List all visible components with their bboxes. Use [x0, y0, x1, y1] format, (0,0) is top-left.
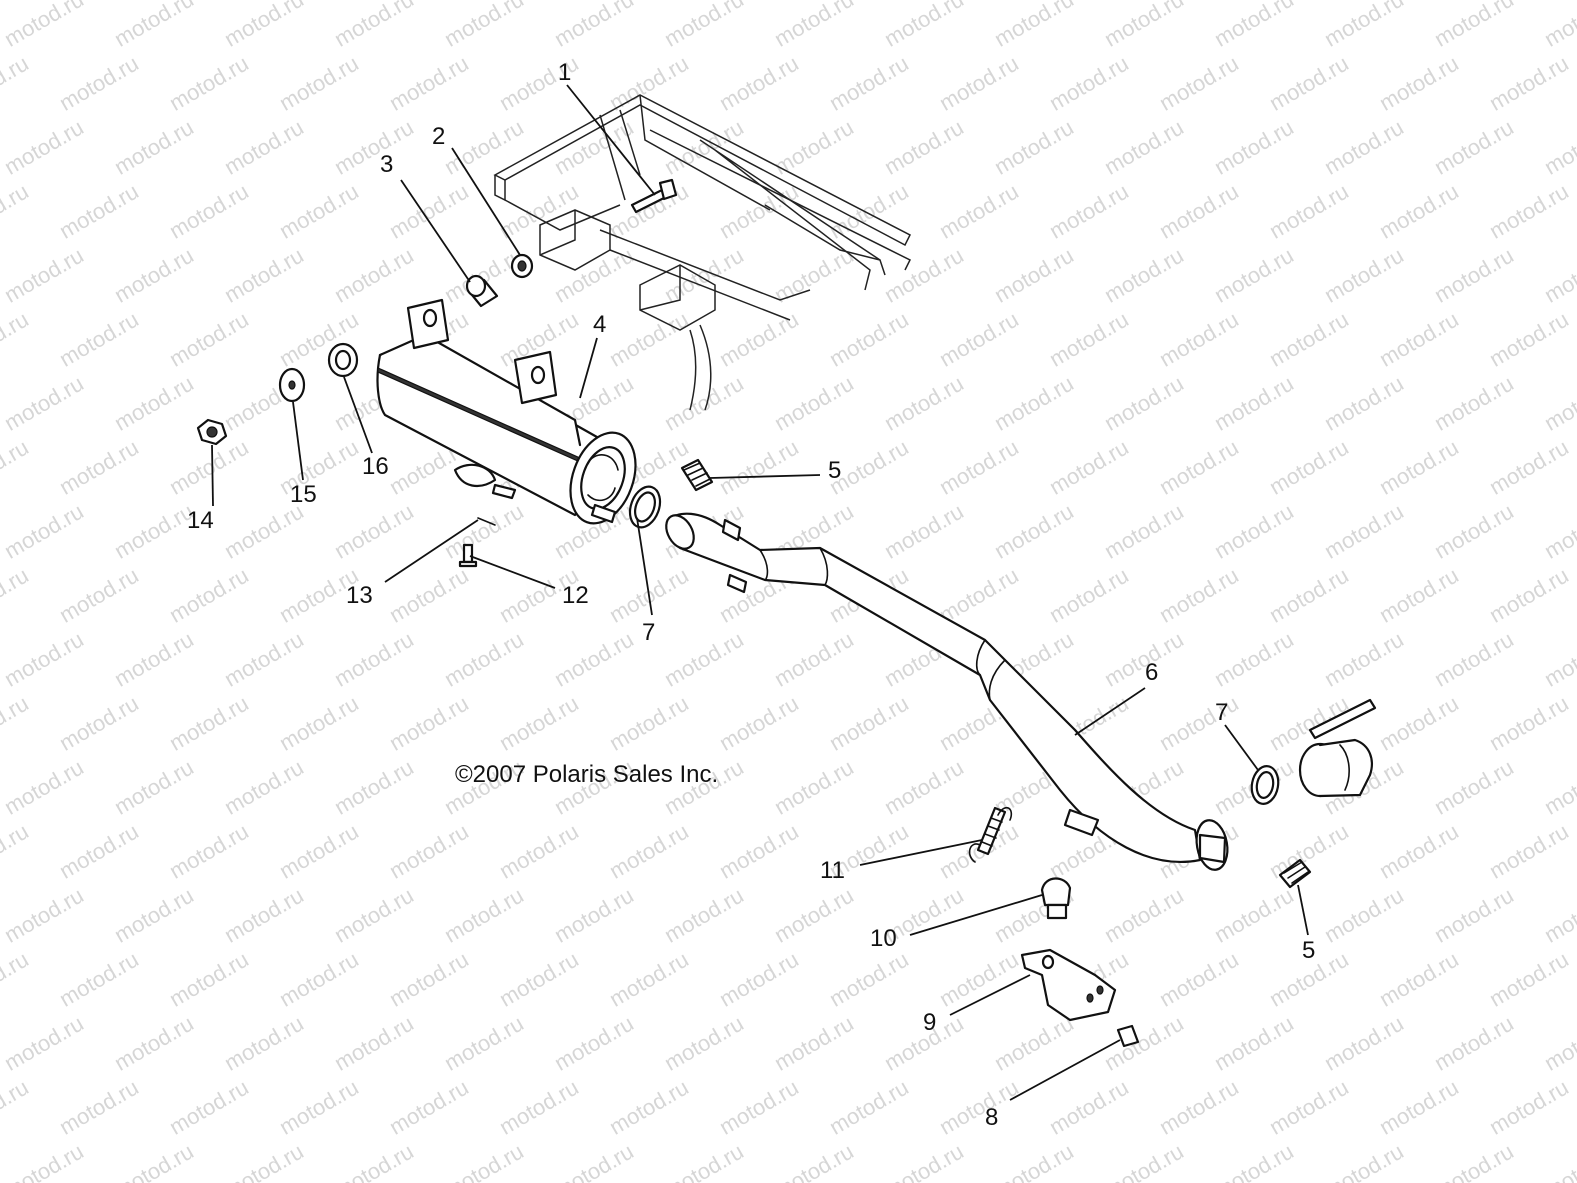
part-5-spring-lower — [1278, 858, 1312, 889]
callout-8: 8 — [985, 1104, 998, 1131]
callout-14: 14 — [187, 507, 214, 534]
part-3-bushing — [465, 274, 499, 308]
part-2-grommet — [510, 253, 534, 279]
callout-12: 12 — [562, 582, 589, 609]
part-11-spring — [968, 806, 1013, 863]
engine-exhaust-port — [1298, 698, 1377, 798]
part-15-washer — [278, 367, 306, 403]
vehicle-frame — [493, 94, 912, 411]
callout-11: 11 — [820, 857, 845, 884]
callout-4: 4 — [593, 311, 606, 338]
callout-1: 1 — [558, 59, 571, 86]
part-5-spring-upper — [680, 458, 714, 492]
part-4-muffler — [376, 298, 637, 525]
part-10-plug — [1040, 877, 1072, 920]
part-6-head-pipe — [665, 512, 1229, 871]
part-1-bolt — [630, 178, 678, 214]
callout-9: 9 — [923, 1009, 936, 1036]
part-13-cotter-pin — [477, 517, 496, 526]
callout-16: 16 — [362, 453, 389, 480]
part-7-gasket-upper — [628, 485, 662, 529]
callout-10: 10 — [870, 925, 897, 952]
callout-5-lower: 5 — [1302, 937, 1315, 964]
copyright-notice: ©2007 Polaris Sales Inc. — [455, 761, 718, 788]
callout-13: 13 — [346, 582, 373, 609]
part-12-pin — [458, 543, 478, 568]
part-14-nut — [196, 418, 228, 446]
callout-5-upper: 5 — [828, 457, 841, 484]
callout-6: 6 — [1145, 659, 1158, 686]
callout-numbers: 1 2 3 4 5 6 7 7 8 9 10 11 12 13 14 15 16… — [187, 59, 1315, 1131]
callout-7-lower: 7 — [1215, 699, 1228, 726]
part-9-bracket — [1020, 948, 1117, 1022]
leader-lines — [211, 84, 1309, 1101]
callout-7-upper: 7 — [642, 619, 655, 646]
part-8-bolt — [1116, 1024, 1140, 1048]
callout-3: 3 — [380, 151, 393, 178]
callout-2: 2 — [432, 123, 445, 150]
part-7-gasket-lower — [1250, 765, 1280, 805]
part-16-grommet — [327, 342, 359, 378]
callout-15: 15 — [290, 481, 317, 508]
